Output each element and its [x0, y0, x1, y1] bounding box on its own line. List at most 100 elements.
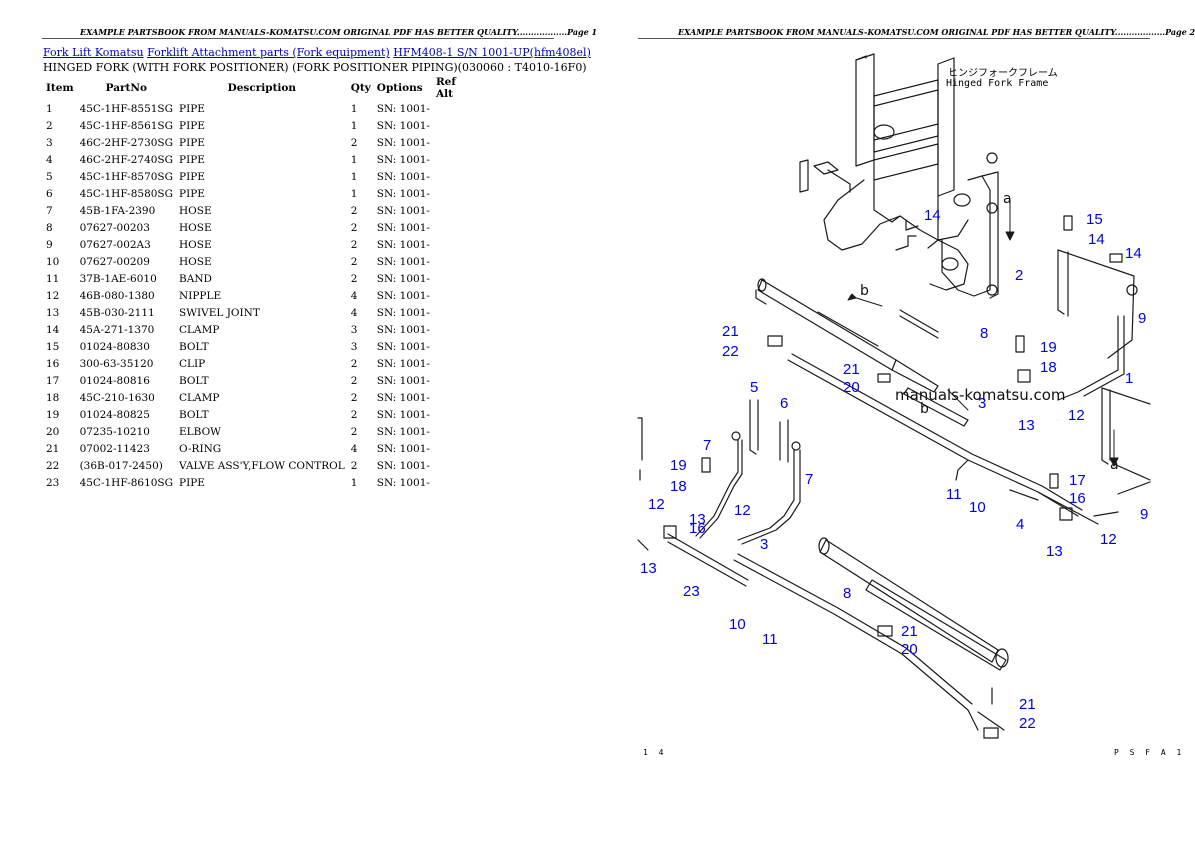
cell-options: SN: 1001- [376, 442, 430, 455]
cell-qty: 1 [350, 187, 358, 200]
cell-options: SN: 1001- [376, 374, 430, 387]
cell-partno: 01024-80816 [79, 374, 150, 387]
cell-qty: 1 [350, 102, 358, 115]
cell-description: BOLT [179, 408, 209, 421]
cell-description: PIPE [179, 476, 205, 489]
cell-partno: 300-63-35120 [79, 357, 154, 370]
cell-partno: 45C-210-1630 [79, 391, 155, 404]
cell-partno: 45C-1HF-8551SG [79, 102, 174, 115]
column-header-options: Options [376, 82, 423, 94]
cell-description: VALVE ASS'Y,FLOW CONTROL [179, 459, 345, 472]
cell-item: 9 [46, 238, 53, 251]
cell-partno: 07002-11423 [79, 442, 150, 455]
pipe-1-drawing [1101, 387, 1151, 481]
cell-qty: 2 [350, 204, 358, 217]
cell-description: PIPE [179, 136, 205, 149]
cell-options: SN: 1001- [376, 289, 430, 302]
cell-partno: 01024-80830 [79, 340, 150, 353]
flow-arrows-drawing [847, 199, 1119, 467]
breadcrumb-link-fork-lift[interactable]: Fork Lift Komatsu [43, 46, 144, 59]
cell-options: SN: 1001- [376, 187, 430, 200]
cell-item: 4 [46, 153, 53, 166]
cell-ref-alt [433, 287, 479, 304]
cell-description: NIPPLE [179, 289, 222, 302]
cell-qty: 2 [350, 391, 358, 404]
callout-number: 19 [670, 457, 687, 474]
cell-ref-alt [433, 389, 479, 406]
cell-options: SN: 1001- [376, 204, 430, 217]
cell-qty: 2 [350, 136, 358, 149]
cylinder-lower-drawing [667, 533, 1009, 731]
column-header-partno: PartNo [105, 82, 147, 94]
cell-qty: 1 [350, 170, 358, 183]
cell-item: 8 [46, 221, 53, 234]
breadcrumb-link-attachment[interactable]: Forklift Attachment parts (Fork equipmen… [147, 46, 390, 59]
cell-qty: 1 [350, 153, 358, 166]
callout-number: 11 [762, 631, 778, 648]
cell-item: 1 [46, 102, 53, 115]
frame-label-japanese: ヒンジフォークフレーム [948, 68, 1058, 79]
cell-item: 11 [46, 272, 60, 285]
cell-qty: 3 [350, 323, 358, 336]
cell-item: 3 [46, 136, 53, 149]
watermark: manuals-komatsu.com [895, 386, 1066, 404]
cell-options: SN: 1001- [376, 306, 430, 319]
cell-ref-alt [433, 321, 479, 338]
cell-description: PIPE [179, 187, 205, 200]
cell-description: BOLT [179, 374, 209, 387]
figure-code: P S F A 1 [1114, 748, 1185, 757]
cell-options: SN: 1001- [376, 408, 430, 421]
callout-number: 14 [1088, 231, 1105, 248]
cell-description: HOSE [179, 238, 212, 251]
cell-item: 7 [46, 204, 53, 217]
cell-ref-alt [433, 100, 479, 117]
cell-partno: 46C-2HF-2740SG [79, 153, 174, 166]
callout-number: 22 [722, 343, 739, 360]
breadcrumb-link-model[interactable]: HFM408-1 S/N 1001-UP(hfm408el) [393, 46, 591, 59]
cell-ref-alt [433, 423, 479, 440]
cell-ref-alt [433, 457, 479, 474]
cell-options: SN: 1001- [376, 238, 430, 251]
cell-item: 21 [46, 442, 60, 455]
cell-partno: 07627-002A3 [79, 238, 151, 251]
column-header-item: Item [46, 82, 74, 94]
cell-qty: 2 [350, 255, 358, 268]
fittings-drawing [663, 215, 1123, 739]
callout-number: 18 [1040, 359, 1057, 376]
callout-number: 14 [1125, 245, 1142, 262]
callout-number: 21 [722, 323, 739, 340]
cell-ref-alt [433, 168, 479, 185]
cell-description: PIPE [179, 170, 205, 183]
cell-partno: 07627-00209 [79, 255, 150, 268]
cell-options: SN: 1001- [376, 323, 430, 336]
cell-item: 15 [46, 340, 60, 353]
cell-ref-alt [433, 236, 479, 253]
cell-options: SN: 1001- [376, 340, 430, 353]
cell-ref-alt [433, 202, 479, 219]
cell-options: SN: 1001- [376, 119, 430, 132]
cell-item: 14 [46, 323, 60, 336]
callout-number: 18 [670, 478, 687, 495]
cell-qty: 3 [350, 340, 358, 353]
cell-item: 6 [46, 187, 53, 200]
callout-number: 1 [1125, 370, 1134, 387]
cell-item: 12 [46, 289, 60, 302]
hoses-drawing [787, 309, 1151, 525]
cell-options: SN: 1001- [376, 272, 430, 285]
cell-qty: 4 [350, 306, 358, 319]
cell-partno: 45C-1HF-8610SG [79, 476, 174, 489]
cell-item: 22 [46, 459, 60, 472]
cell-ref-alt [433, 117, 479, 134]
header-divider [638, 38, 1150, 39]
callout-number: 17 [1069, 472, 1086, 489]
cell-partno: 45C-1HF-8561SG [79, 119, 174, 132]
